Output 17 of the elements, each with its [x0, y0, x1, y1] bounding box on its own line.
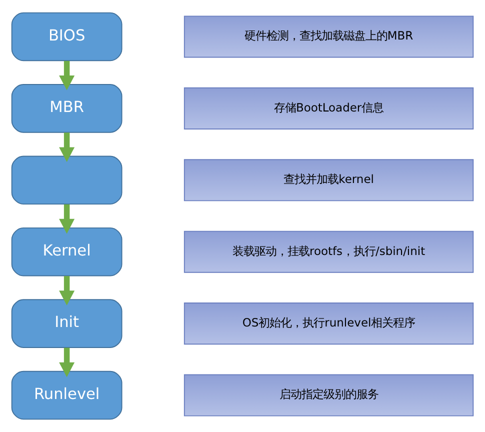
- node-box: OS初始化，执行runlevel相关程序: [184, 302, 474, 345]
- node-box: 存储BootLoader信息: [184, 87, 474, 130]
- node-box: 装载驱动，挂载rootfs，执行/sbin/init: [184, 230, 474, 273]
- node-box: 硬件检测，查找加载磁盘上的MBR: [184, 16, 474, 58]
- node-box: 启动指定级别的服务: [184, 374, 474, 416]
- arrow: [59, 60, 75, 90]
- node-box: Init: [11, 299, 122, 348]
- node-box: MBR: [11, 84, 122, 133]
- node-box: Kernel: [11, 227, 122, 276]
- node-box: Runlevel: [11, 370, 122, 420]
- node-box: BIOS: [11, 12, 122, 62]
- arrow: [59, 132, 75, 162]
- node-box: [11, 156, 122, 205]
- arrow: [59, 348, 75, 378]
- node-box: 查找并加载kernel: [184, 159, 474, 202]
- arrow: [59, 276, 75, 306]
- arrow: [59, 204, 75, 234]
